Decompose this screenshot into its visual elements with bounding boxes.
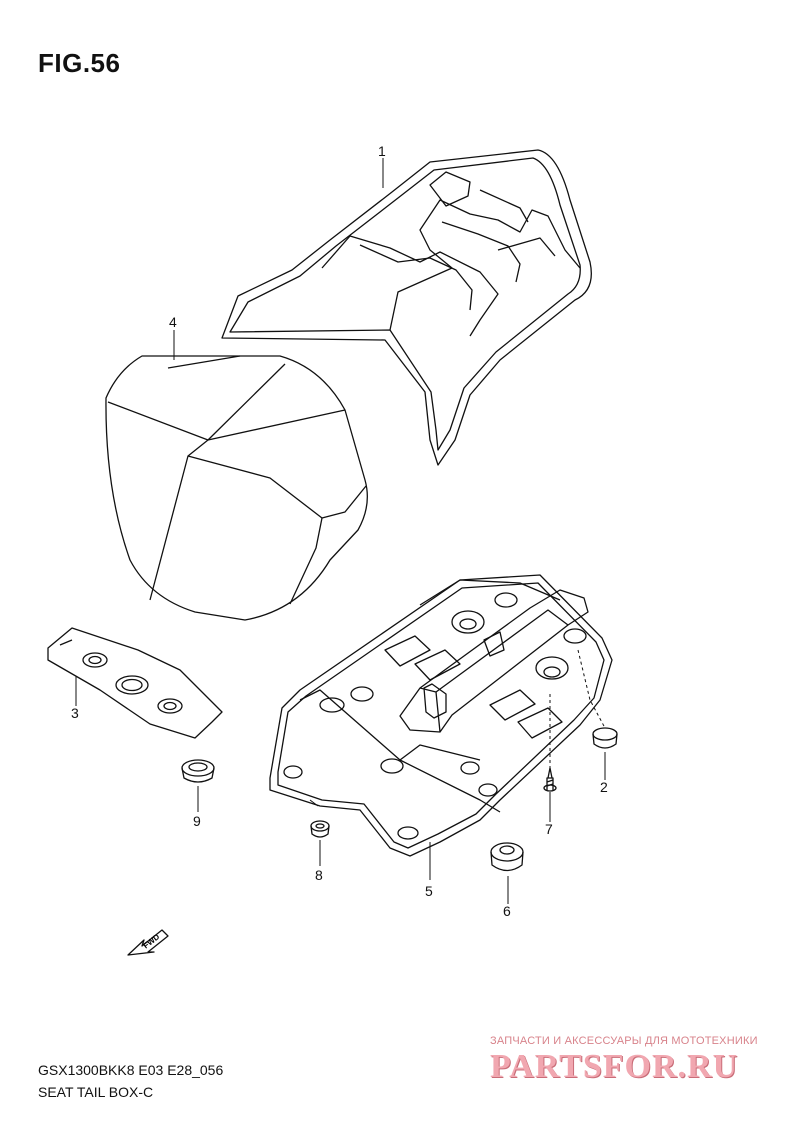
leader-lines bbox=[75, 158, 606, 904]
callout-8: 8 bbox=[315, 867, 323, 883]
part-4-seat-cowl[interactable] bbox=[105, 355, 368, 621]
callout-7: 7 bbox=[545, 821, 553, 837]
part-6-rubber-cushion[interactable] bbox=[490, 842, 524, 872]
figure-title: FIG.56 bbox=[38, 48, 121, 78]
fwd-arrow-icon bbox=[127, 929, 169, 956]
callout-4: 4 bbox=[169, 314, 177, 330]
callout-2: 2 bbox=[600, 779, 608, 795]
part-9-grommet[interactable] bbox=[181, 759, 215, 783]
part-1-seat-tail-cover[interactable] bbox=[221, 149, 592, 466]
callout-5: 5 bbox=[425, 883, 433, 899]
part-5-seat-tail-base[interactable] bbox=[269, 574, 613, 857]
watermark-tagline: ЗАПЧАСТИ И АКСЕССУАРЫ ДЛЯ МОТОТЕХНИКИ bbox=[490, 1035, 758, 1047]
callout-9: 9 bbox=[193, 813, 201, 829]
callout-6: 6 bbox=[503, 903, 511, 919]
part-3-bracket-plate[interactable] bbox=[47, 627, 223, 739]
part-7-screw[interactable] bbox=[543, 767, 557, 792]
section-name: SEAT TAIL BOX-C bbox=[38, 1084, 154, 1100]
part-2-cushion[interactable] bbox=[592, 727, 618, 749]
part-8-small-grommet[interactable] bbox=[310, 820, 330, 838]
watermark-brand-logo: PARTSFOR.RU bbox=[490, 1048, 739, 1085]
model-code: GSX1300BKK8 E03 E28_056 bbox=[38, 1062, 224, 1078]
callout-3: 3 bbox=[71, 705, 79, 721]
callout-1: 1 bbox=[378, 143, 386, 159]
